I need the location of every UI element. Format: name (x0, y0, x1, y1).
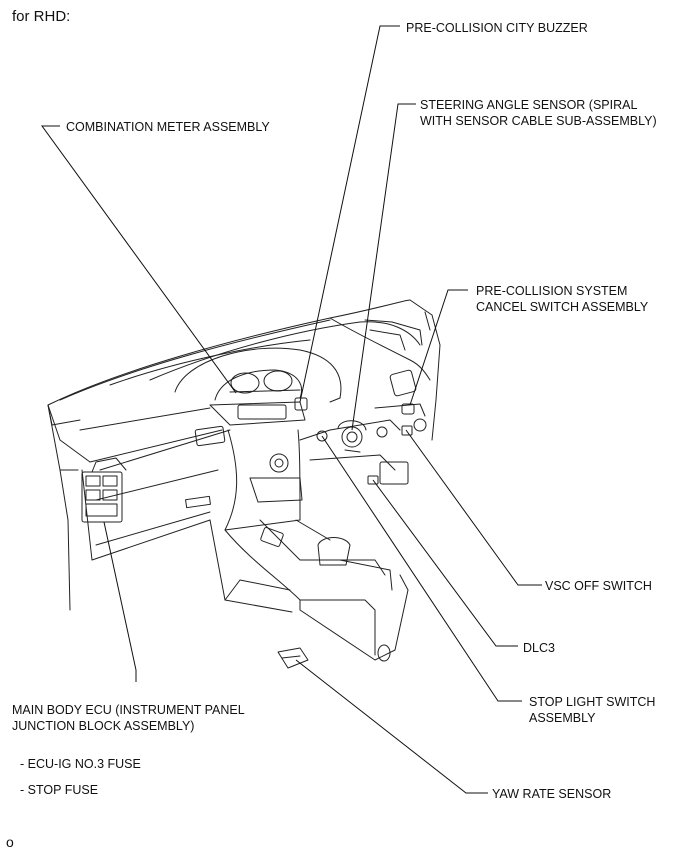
dlc3-connector (367, 475, 379, 485)
pre-collision-cancel-switch (401, 403, 415, 415)
label-dlc3: DLC3 (523, 641, 555, 655)
label-stop-light-switch: STOP LIGHT SWITCH ASSEMBLY (529, 695, 656, 725)
leader-vsc (405, 429, 542, 586)
label-combination-meter: COMBINATION METER ASSEMBLY (66, 120, 270, 134)
leader-stop (321, 435, 522, 702)
main-body-ecu-block (81, 457, 127, 523)
right-vent (389, 369, 417, 397)
diagram-footer: o (6, 834, 14, 850)
label-yaw-rate-sensor: YAW RATE SENSOR (492, 787, 612, 801)
stop-light-switch (316, 430, 328, 442)
meter-dial-left (230, 372, 260, 394)
leader-dlc3 (372, 479, 518, 647)
center-knob (269, 453, 289, 473)
label-pre-collision-city-buzzer: PRE-COLLISION CITY BUZZER (406, 21, 588, 35)
leader-yaw (295, 659, 488, 794)
left-dash (47, 404, 223, 463)
vsc-off-switch (401, 425, 413, 436)
diagram-header: for RHD: (12, 8, 71, 25)
label-fuse-stop: - STOP FUSE (20, 783, 99, 797)
yaw-rate-sensor (277, 647, 309, 669)
center-stack (224, 429, 301, 531)
label-main-body-ecu: MAIN BODY ECU (INSTRUMENT PANEL JUNCTION… (12, 703, 245, 733)
leader-buzzer (299, 25, 400, 403)
label-vsc-off-switch: VSC OFF SWITCH (545, 579, 652, 593)
meter-dial-right (263, 370, 293, 392)
label-fuse-ecu-ig-no3: - ECU-IG NO.3 FUSE (20, 757, 141, 771)
label-pre-collision-cancel-switch: PRE-COLLISION SYSTEM CANCEL SWITCH ASSEM… (476, 284, 649, 314)
leader-meter (41, 125, 237, 394)
windshield-edge (47, 404, 81, 426)
floor-console (224, 529, 409, 661)
left-vent (194, 425, 226, 447)
center-display (237, 404, 287, 420)
leader-ecu (103, 521, 137, 682)
label-steering-angle-sensor: STEERING ANGLE SENSOR (SPIRAL WITH SENSO… (420, 98, 657, 128)
dash-top-outline (47, 299, 411, 406)
meter-hood (174, 347, 342, 403)
leader-cancel (409, 289, 468, 406)
leader-steering (351, 103, 416, 431)
